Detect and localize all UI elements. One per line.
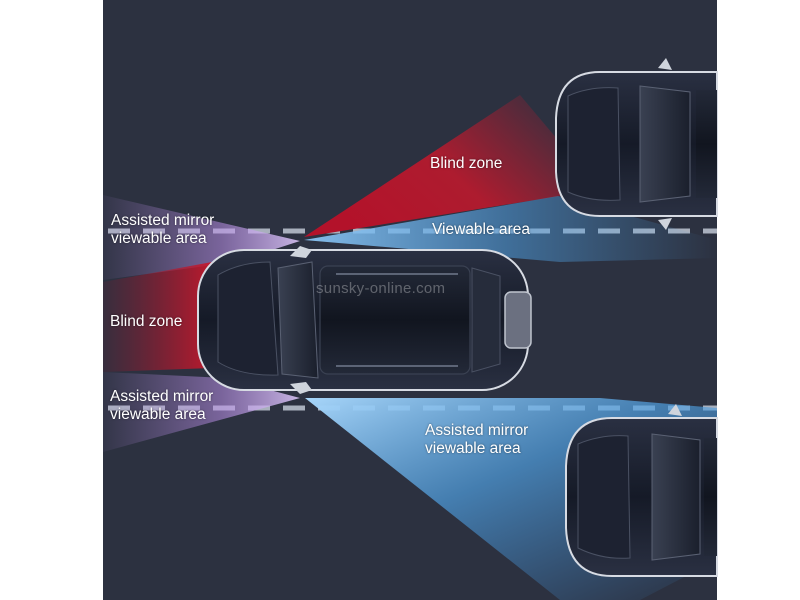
blind-zone-right-label: Blind zone: [430, 155, 503, 172]
assisted-mirror-left-top-label-line1: Assisted mirror: [111, 212, 215, 229]
assisted-mirror-right-bottom-label-line2: viewable area: [425, 440, 521, 457]
main-car: [197, 246, 532, 394]
blind-zone-left-label: Blind zone: [110, 313, 183, 330]
assisted-mirror-left-top-label-line2: viewable area: [111, 230, 207, 247]
other-car-top: [555, 58, 718, 230]
assisted-mirror-left-bottom-label-line2: viewable area: [110, 406, 206, 423]
assisted-mirror-area-left-top: [103, 195, 300, 280]
assisted-mirror-area-left-bottom: [103, 372, 300, 452]
assisted-mirror-left-bottom-label-line1: Assisted mirror: [110, 388, 214, 405]
assisted-mirror-right-bottom-label-line1: Assisted mirror: [425, 422, 529, 439]
blind-zone-left: [103, 262, 212, 372]
blind-zone-right: [304, 95, 560, 237]
viewable-area-label: Viewable area: [432, 221, 530, 238]
watermark: sunsky-online.com: [316, 280, 446, 297]
other-car-bottom: [565, 404, 718, 577]
